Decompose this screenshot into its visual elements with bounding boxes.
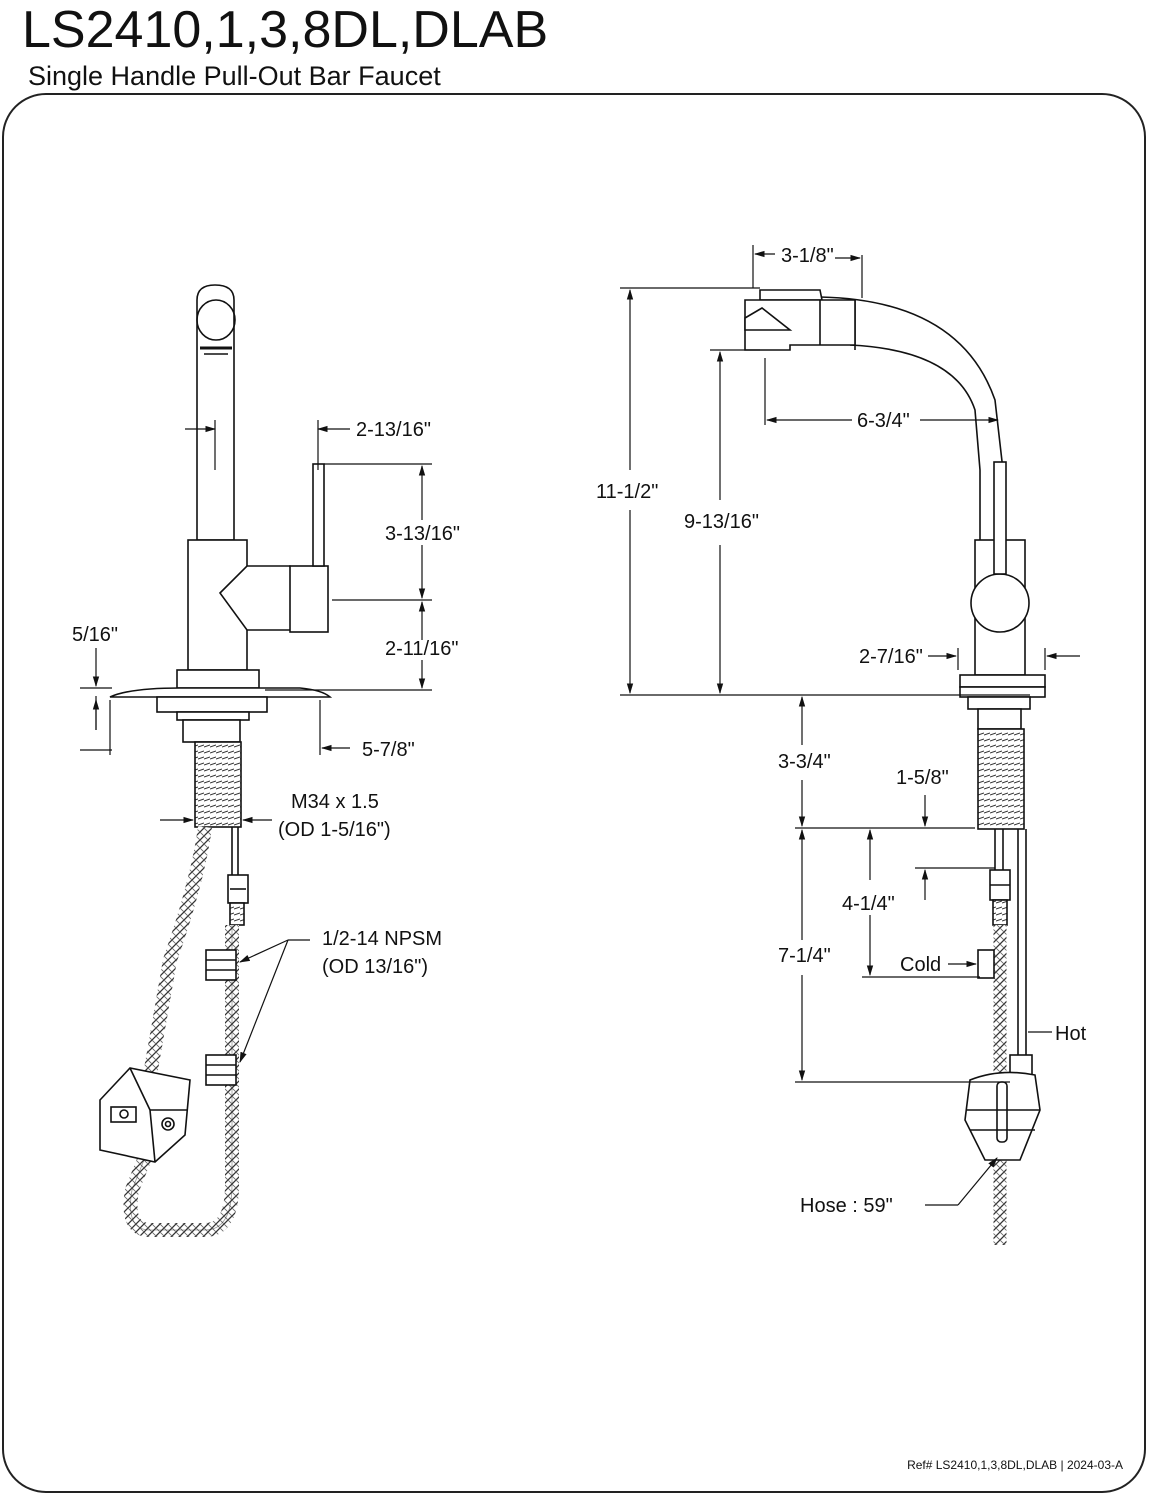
dim-plate-width: 5-7/8"	[362, 739, 415, 761]
front-view-dimensions	[80, 420, 432, 1064]
thread-main-line1: M34 x 1.5	[291, 791, 379, 813]
dim-lever-length: 3-13/16"	[385, 523, 460, 545]
dim-handle-offset: 2-13/16"	[356, 419, 431, 441]
dim-handle-height: 2-11/16"	[385, 638, 458, 660]
thread-supply-line1: 1/2-14 NPSM	[322, 928, 442, 950]
label-hot: Hot	[1055, 1023, 1087, 1045]
thread-main-line2: (OD 1-5/16")	[278, 819, 391, 841]
thread-supply-line2: (OD 13/16")	[322, 956, 428, 978]
front-view	[99, 284, 333, 1237]
dim-supply-offset: 1-5/8"	[896, 767, 949, 789]
dimension-labels: 2-13/16" 3-13/16" 2-11/16" 5/16" 5-7/8" …	[72, 245, 1087, 1217]
side-view-dimensions	[620, 245, 1080, 1206]
reference-number: Ref# LS2410,1,3,8DL,DLAB | 2024-03-A	[907, 1458, 1123, 1472]
product-description: Single Handle Pull-Out Bar Faucet	[28, 61, 441, 91]
dim-hose-drop: 7-1/4"	[778, 945, 831, 967]
label-hose: Hose : 59"	[800, 1195, 893, 1217]
dim-cold-drop: 4-1/4"	[842, 893, 895, 915]
dim-spout-reach: 6-3/4"	[857, 410, 910, 432]
dim-spout-clearance: 9-13/16"	[684, 511, 759, 533]
dim-shank-length: 3-3/4"	[778, 751, 831, 773]
dim-plate-thickness: 5/16"	[72, 624, 118, 646]
label-cold: Cold	[900, 954, 941, 976]
dim-spout-tip: 3-1/8"	[781, 245, 834, 267]
side-view	[744, 289, 1046, 1245]
dim-base-diameter: 2-7/16"	[859, 646, 923, 668]
model-number: LS2410,1,3,8DL,DLAB	[22, 1, 549, 59]
drawing-frame	[2, 93, 1146, 1493]
dim-overall-height: 11-1/2"	[596, 481, 658, 503]
